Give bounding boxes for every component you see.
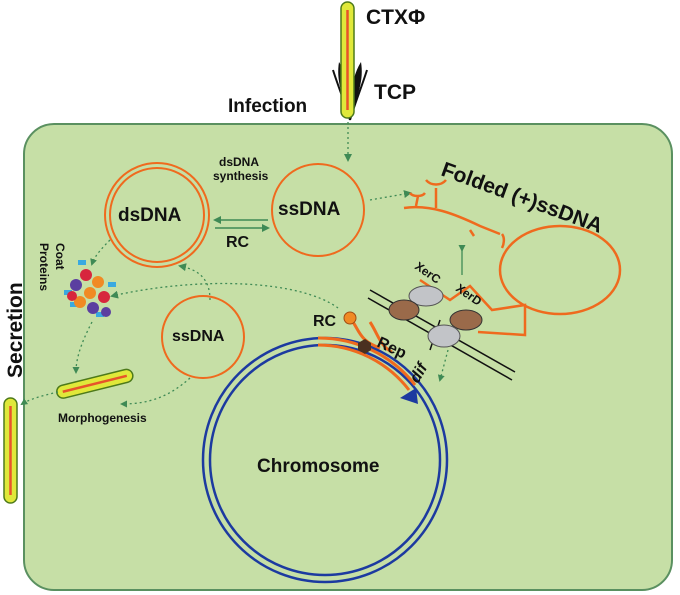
ssdna-to-assembly-arrow (120, 377, 191, 408)
proteins-label: Proteins (37, 243, 51, 291)
folded-ssdna (403, 179, 622, 316)
secreted-phage (3, 397, 18, 504)
dsdna-label: dsDNA (118, 205, 182, 226)
phage-label: CTXΦ (366, 6, 425, 29)
ssdna-to-folded-arrow (369, 190, 412, 201)
rc-left-label: RC (226, 234, 250, 251)
ssdna-top-label: ssDNA (278, 199, 341, 220)
chromosome-label: Chromosome (257, 456, 379, 477)
dif-site-marker (400, 388, 418, 404)
coat-to-assembly-arrow (72, 321, 93, 374)
xer-proteins (388, 285, 483, 348)
ssdna-top-circle (271, 163, 365, 257)
coat-label: Coat (53, 243, 67, 270)
secretion-label: Secretion (4, 282, 27, 378)
coat-proteins-cluster (64, 260, 116, 317)
rc-origin-marker (343, 311, 357, 325)
chromosome-to-dsdna-arrow (178, 263, 211, 301)
ssdna-mid-circle (161, 295, 245, 379)
dsdna-circle (104, 162, 210, 268)
dsdna-synthesis-label-2: synthesis (213, 169, 269, 183)
ssdna-mid-label: ssDNA (172, 328, 225, 345)
secretion-arrow (20, 391, 59, 406)
assembling-phage (56, 368, 134, 399)
dsdna-synthesis-label-1: dsDNA (219, 155, 259, 169)
integrated-prophage (317, 317, 417, 391)
xer-to-dif-arrow (437, 349, 449, 382)
infection-label: Infection (228, 96, 307, 117)
infecting-phage (340, 1, 355, 119)
morphogenesis-label: Morphogenesis (58, 411, 147, 425)
rep-hexagon-marker (358, 339, 371, 354)
pilus-label: TCP (374, 81, 416, 104)
rc-chromosome-label: RC (313, 313, 337, 330)
bacterial-cell (23, 123, 673, 591)
